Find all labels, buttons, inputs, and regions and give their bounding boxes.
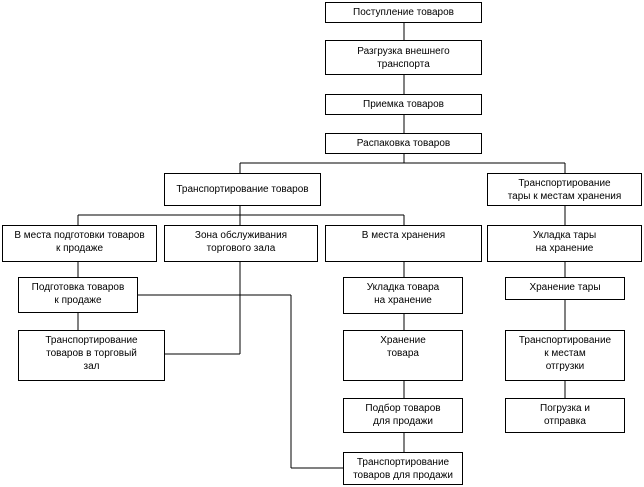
node-transport-for-sale-label: Транспортирование товаров для продажи <box>353 457 453 481</box>
node-loading-dispatch-label: Погрузка и отправка <box>540 403 590 427</box>
node-pack-containers: Укладка тары на хранение <box>487 225 642 262</box>
node-loading-dispatch: Погрузка и отправка <box>505 398 625 433</box>
node-pack-containers-label: Укладка тары на хранение <box>532 230 597 254</box>
node-service-zone-label: Зона обслуживания торгового зала <box>194 230 288 254</box>
node-transport-for-sale: Транспортирование товаров для продажи <box>343 452 463 485</box>
node-receipt: Поступление товаров <box>325 2 482 23</box>
node-transport-to-shipping: Транспортирование к местам отгрузки <box>505 330 625 381</box>
node-picking: Подбор товаров для продажи <box>343 398 463 433</box>
node-acceptance: Приемка товаров <box>325 94 482 115</box>
node-transport-goods-label: Транспортирование товаров <box>176 184 309 195</box>
node-to-preparation-label: В места подготовки товаров к продаже <box>14 230 145 254</box>
node-transport-containers-label: Транспортирование тары к местам хранения <box>507 177 622 202</box>
node-storage-goods: Хранение товара <box>343 330 463 381</box>
node-acceptance-label: Приемка товаров <box>363 99 444 110</box>
node-storage-containers-label: Хранение тары <box>529 282 601 293</box>
node-transport-goods: Транспортирование товаров <box>164 173 321 206</box>
node-prep-for-sale-label: Подготовка товаров к продаже <box>31 282 125 306</box>
node-transport-to-hall: Транспортирование товаров в торговый зал <box>18 330 165 381</box>
node-stack-goods: Укладка товара на хранение <box>343 277 463 314</box>
node-prep-for-sale: Подготовка товаров к продаже <box>18 277 138 313</box>
node-storage-goods-label: Хранение товара <box>380 335 426 359</box>
node-picking-label: Подбор товаров для продажи <box>365 403 441 427</box>
node-to-storage: В места хранения <box>325 225 482 262</box>
node-transport-containers: Транспортирование тары к местам хранения <box>487 173 642 206</box>
node-receipt-label: Поступление товаров <box>353 7 454 18</box>
node-service-zone: Зона обслуживания торгового зала <box>164 225 318 262</box>
node-stack-goods-label: Укладка товара на хранение <box>366 282 440 306</box>
node-unloading: Разгрузка внешнего транспорта <box>325 40 482 75</box>
node-storage-containers: Хранение тары <box>505 277 625 300</box>
node-transport-to-shipping-label: Транспортирование к местам отгрузки <box>518 335 612 372</box>
node-unpacking: Распаковка товаров <box>325 133 482 154</box>
node-unpacking-label: Распаковка товаров <box>356 138 451 149</box>
node-transport-to-hall-label: Транспортирование товаров в торговый зал <box>45 335 138 372</box>
node-to-preparation: В места подготовки товаров к продаже <box>2 225 157 262</box>
node-unloading-label: Разгрузка внешнего транспорта <box>357 45 450 70</box>
node-to-storage-label: В места хранения <box>361 230 446 241</box>
